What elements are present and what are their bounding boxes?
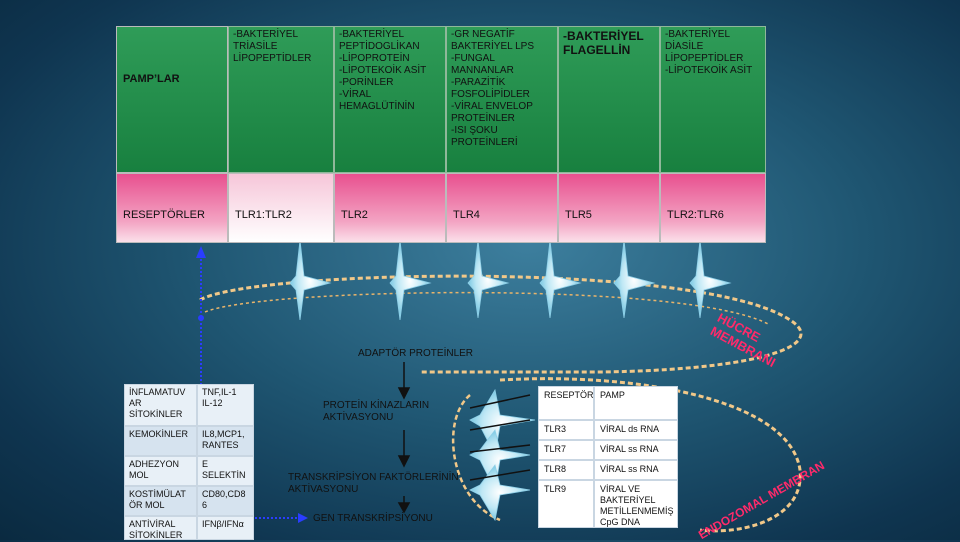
endosomal-membrane-2 bbox=[451, 394, 501, 522]
receptor-tlr4: TLR4 bbox=[453, 209, 480, 221]
kinase-activation-label: PROTEİN KİNAZLARIN AKTİVASYONU bbox=[323, 400, 430, 423]
receptor-cell-1: TLR1:TLR2 bbox=[228, 173, 334, 243]
left-table-cell-1-b: IL8,MCP1, RANTES bbox=[197, 426, 254, 456]
right-table-cell-3-1: VİRAL VE BAKTERİYEL METİLLENMEMİŞ CpG DN… bbox=[594, 480, 678, 528]
adaptor-proteins-label: ADAPTÖR PROTEİNLER bbox=[358, 348, 474, 359]
left-table-cell-4-a: ANTİVİRAL SİTOKİNLER bbox=[124, 516, 197, 540]
receptor-tlr2-tlr6: TLR2:TLR6 bbox=[667, 209, 724, 221]
right-table-cell-1-0: TLR7 bbox=[538, 440, 594, 460]
left-table-cell-4-b: IFNβ/IFNα bbox=[197, 516, 254, 540]
cell-membrane bbox=[199, 274, 803, 374]
left-table-cell-2-a: ADHEZYON MOL bbox=[124, 456, 197, 486]
tf-activation-label: TRANSKRİPSİYON FAKTÖRLERİNİN AKTİVASYONU bbox=[288, 472, 459, 495]
cell-membrane-inner bbox=[204, 291, 771, 326]
pamp-row-label-cell: PAMP’LAR bbox=[116, 26, 228, 173]
receptor-tlr2: TLR2 bbox=[341, 209, 368, 221]
receptor-row-label: RESEPTÖRLER bbox=[123, 209, 205, 221]
left-table-cell-0-a: İNFLAMATUV AR SİTOKİNLER bbox=[124, 384, 197, 426]
left-table-cell-3-b: CD80,CD8 6 bbox=[197, 486, 254, 516]
flow-arrows bbox=[397, 362, 531, 514]
right-table-cell-1-1: VİRAL ss RNA bbox=[594, 440, 678, 460]
receptor-row-label-cell: RESEPTÖRLER bbox=[116, 173, 228, 243]
right-table-cell-0-1: VİRAL ds RNA bbox=[594, 420, 678, 440]
right-table-cell-0-0: TLR3 bbox=[538, 420, 594, 440]
endosomal-membrane bbox=[499, 377, 802, 533]
right-table-header-receptor: RESEPTÖR bbox=[538, 386, 594, 420]
receptor-cell-3: TLR4 bbox=[446, 173, 558, 243]
pamp-cell-5: -BAKTERİYEL DİASİLE LİPOPEPTİDLER -LİPOT… bbox=[660, 26, 766, 173]
receptor-cell-5: TLR2:TLR6 bbox=[660, 173, 766, 243]
receptor-tlr1-tlr2: TLR1:TLR2 bbox=[235, 209, 292, 221]
signal-node bbox=[198, 315, 204, 321]
left-table-cell-3-a: KOSTİMÜLAT ÖR MOL bbox=[124, 486, 197, 516]
left-table-cell-2-b: E SELEKTİN bbox=[197, 456, 254, 486]
signal-arrowhead-up bbox=[196, 246, 206, 258]
right-table-cell-3-0: TLR9 bbox=[538, 480, 594, 528]
left-table-cell-0-b: TNF,IL-1 IL-12 bbox=[197, 384, 254, 426]
right-table-cell-2-0: TLR8 bbox=[538, 460, 594, 480]
gene-transcription-label: GEN TRANSKRİPSİYONU bbox=[313, 513, 433, 524]
receptor-cell-4: TLR5 bbox=[558, 173, 660, 243]
right-table-cell-2-1: VİRAL ss RNA bbox=[594, 460, 678, 480]
right-table-header-pamp: PAMP bbox=[594, 386, 678, 420]
receptor-cell-2: TLR2 bbox=[334, 173, 446, 243]
pamp-cell-3: -GR NEGATİF BAKTERİYEL LPS -FUNGAL MANNA… bbox=[446, 26, 558, 173]
pamp-cell-2: -BAKTERİYEL PEPTİDOGLİKAN -LİPOPROTEİN -… bbox=[334, 26, 446, 173]
receptor-tlr5: TLR5 bbox=[565, 209, 592, 221]
receptor-stars bbox=[289, 239, 732, 522]
left-table-cell-1-a: KEMOKİNLER bbox=[124, 426, 197, 456]
pamp-row-label: PAMP’LAR bbox=[123, 73, 180, 85]
pamp-cell-4: -BAKTERİYEL FLAGELLİN bbox=[558, 26, 660, 173]
gene-arrowhead bbox=[298, 513, 308, 523]
pamp-cell-1: -BAKTERİYEL TRİASİLE LİPOPEPTİDLER bbox=[228, 26, 334, 173]
